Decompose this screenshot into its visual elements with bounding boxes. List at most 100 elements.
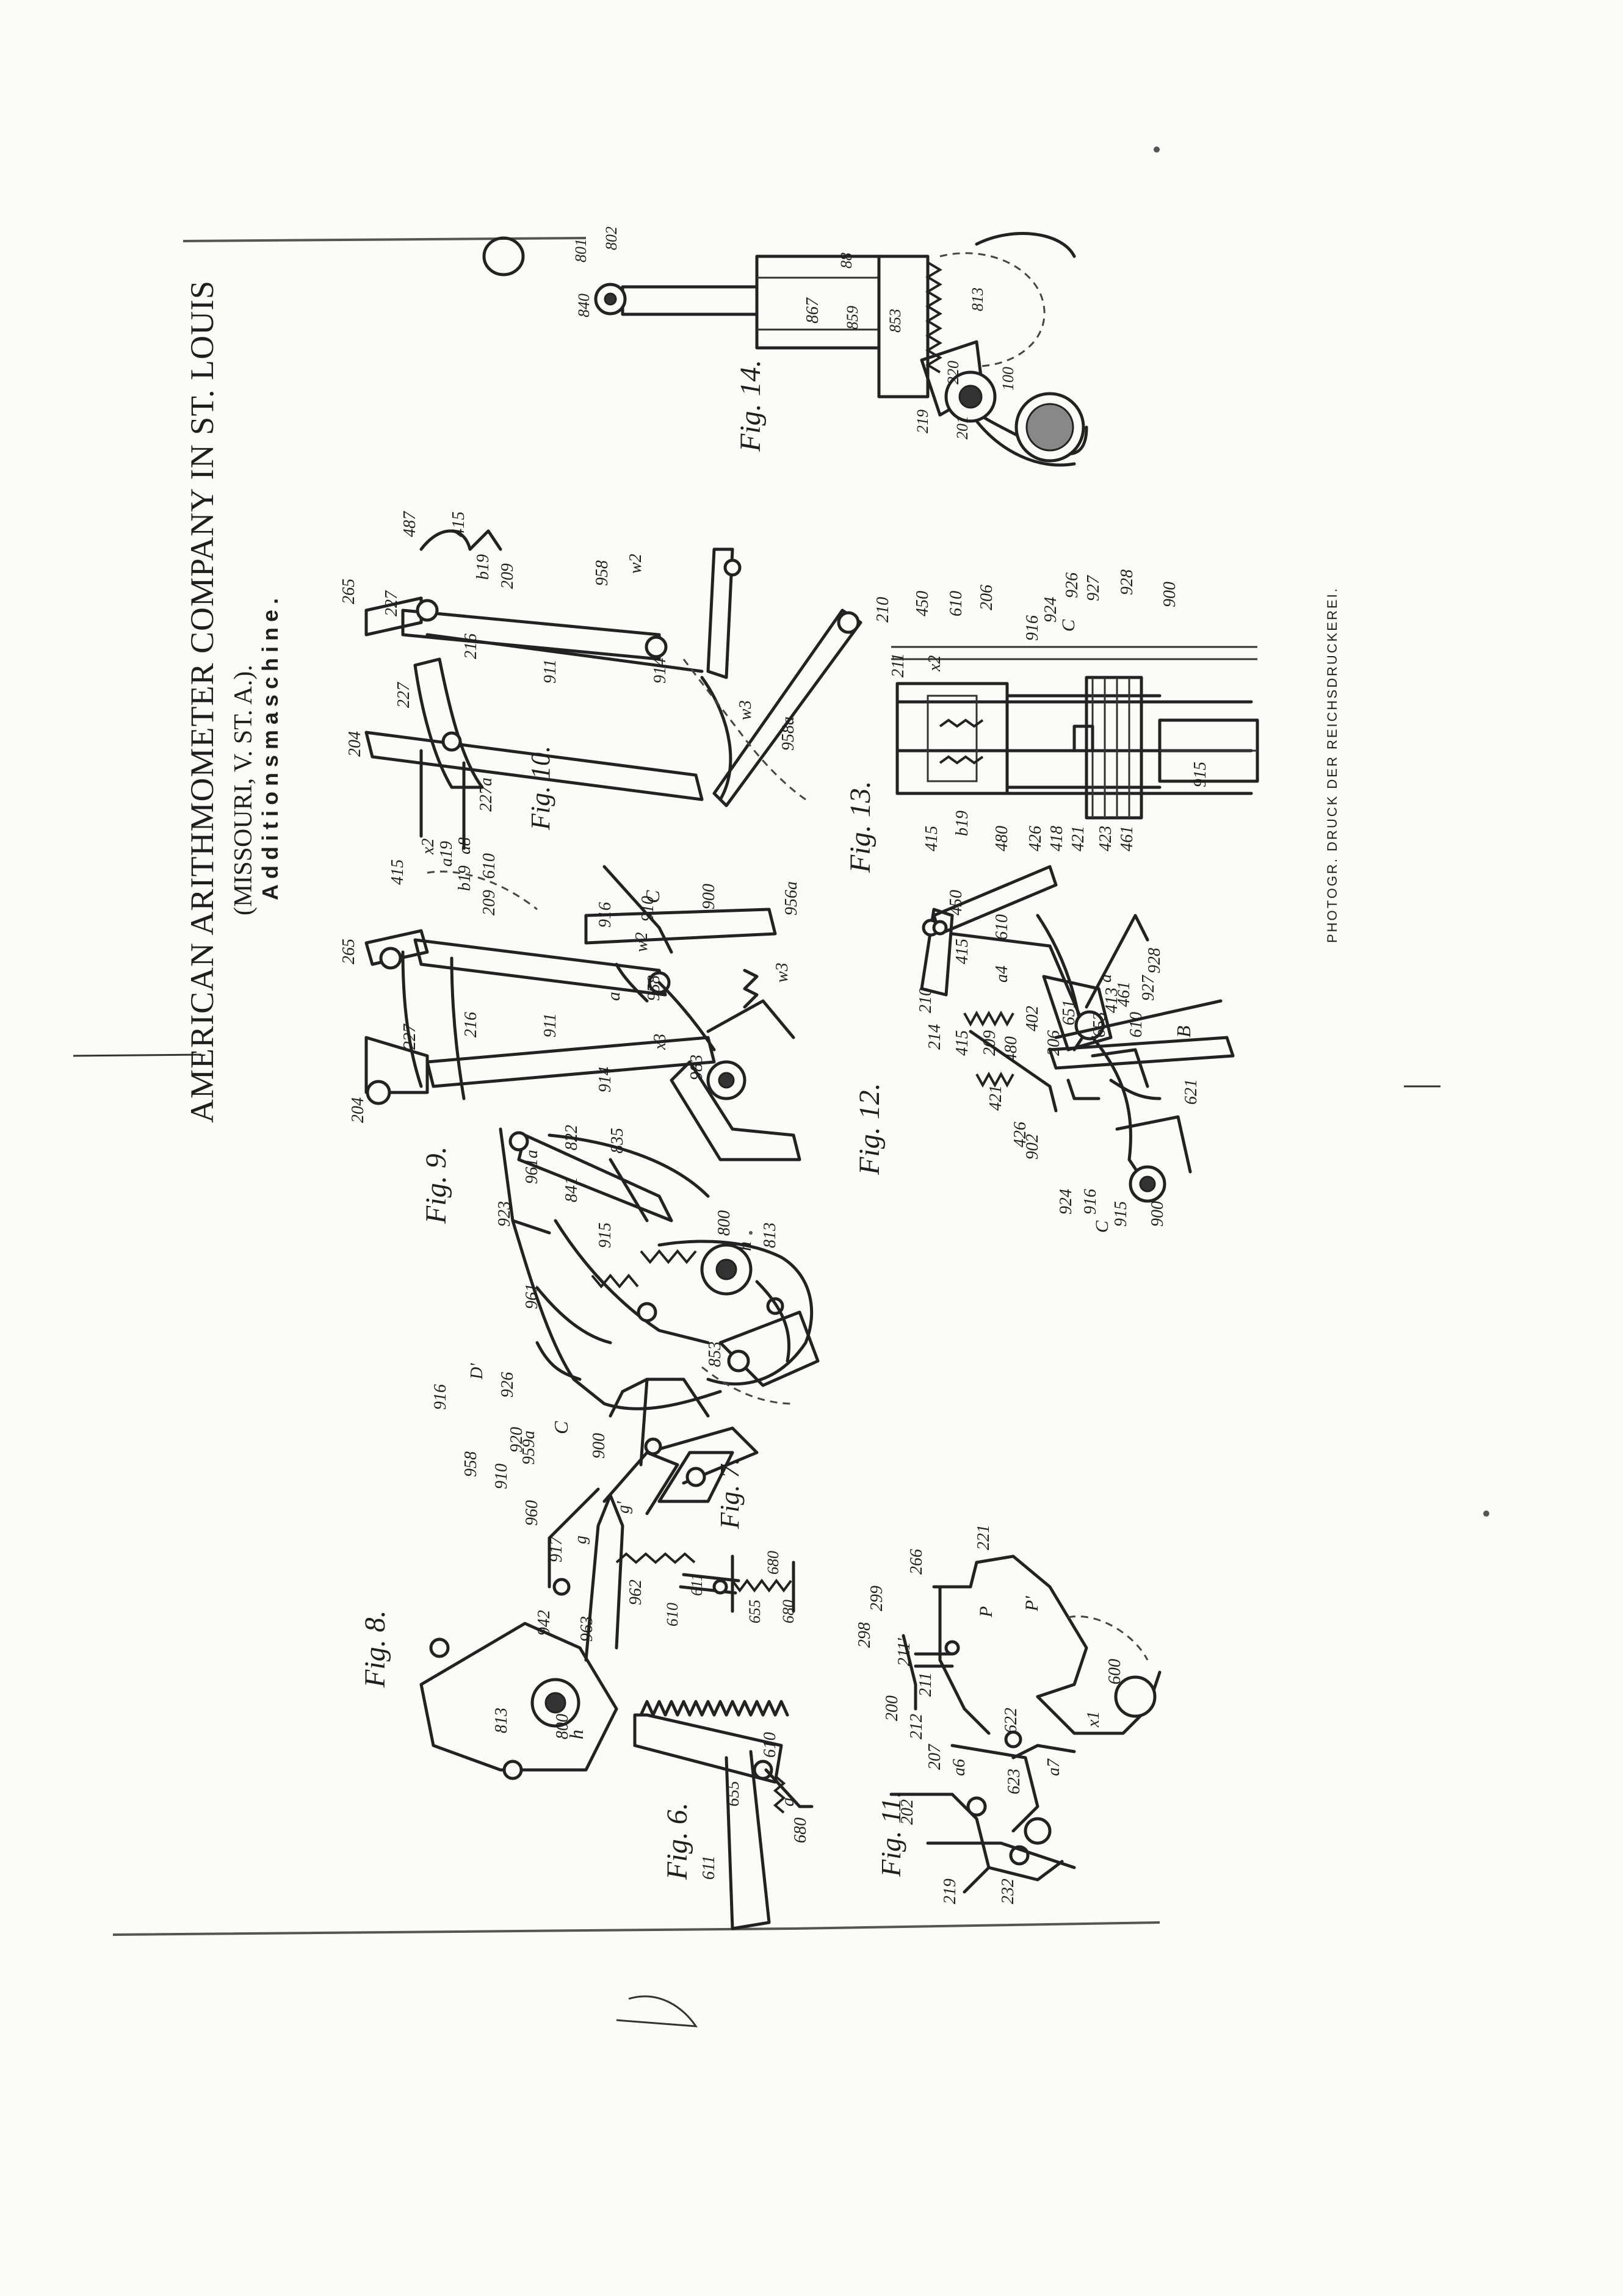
fig6-spring — [773, 1775, 786, 1814]
svg-text:w3: w3 — [773, 962, 792, 983]
svg-text:413: 413 — [1102, 987, 1121, 1013]
fig13-housing — [895, 682, 1009, 795]
svg-text:200: 200 — [883, 1695, 902, 1721]
svg-text:227: 227 — [400, 1023, 419, 1050]
svg-text:a19: a19 — [437, 841, 456, 867]
fig10-top-bar — [364, 596, 423, 637]
svg-text:926: 926 — [1063, 572, 1082, 598]
speck — [1483, 1511, 1489, 1517]
company-name: AMERICAN ARITHMOMETER COMPANY IN ST. LOU… — [184, 280, 220, 1123]
svg-text:201: 201 — [953, 416, 971, 439]
svg-text:204: 204 — [345, 731, 364, 757]
svg-text:206: 206 — [977, 585, 996, 610]
fig12-arm-621 — [1048, 1036, 1235, 1070]
top-scan-edge — [183, 237, 587, 242]
svg-text:961a: 961a — [522, 1150, 541, 1184]
svg-text:421: 421 — [986, 1085, 1005, 1111]
svg-text:a7: a7 — [1044, 1758, 1063, 1776]
svg-text:835: 835 — [608, 1128, 627, 1153]
svg-text:651: 651 — [1060, 1000, 1079, 1025]
svg-text:956a: 956a — [782, 881, 801, 915]
svg-text:211: 211 — [889, 653, 908, 677]
svg-text:610: 610 — [947, 591, 966, 616]
svg-text:P: P — [976, 1606, 996, 1618]
svg-text:916: 916 — [596, 902, 615, 928]
svg-text:910: 910 — [492, 1464, 511, 1489]
svg-text:963: 963 — [577, 1616, 596, 1642]
svg-text:813: 813 — [492, 1708, 511, 1733]
svg-text:853: 853 — [706, 1341, 725, 1367]
fig11-disc-600 — [1114, 1675, 1157, 1718]
svg-text:916: 916 — [1081, 1189, 1100, 1215]
svg-text:680: 680 — [764, 1551, 782, 1575]
svg-text:610: 610 — [992, 914, 1011, 940]
svg-text:801: 801 — [572, 239, 590, 262]
fig14-drawing — [594, 232, 1088, 467]
fig6-arm-611 — [725, 1750, 771, 1930]
fig6-caption: Fig. 6. — [661, 1802, 693, 1880]
svg-text:a8: a8 — [455, 837, 474, 854]
svg-text:421: 421 — [1069, 826, 1088, 851]
svg-text:959a: 959a — [519, 1431, 538, 1465]
svg-text:900: 900 — [590, 1433, 609, 1459]
svg-text:813: 813 — [761, 1222, 779, 1248]
fold-line-left — [73, 1053, 202, 1057]
svg-text:C: C — [550, 1421, 572, 1434]
fig8-spring — [615, 1552, 696, 1564]
svg-text:911: 911 — [541, 1013, 560, 1038]
fig13-gear-stack — [1085, 676, 1143, 820]
svg-text:C: C — [1092, 1220, 1112, 1233]
svg-text:927: 927 — [1139, 975, 1158, 1001]
svg-text:853: 853 — [886, 309, 904, 333]
svg-text:680: 680 — [779, 1600, 797, 1623]
svg-text:623: 623 — [1005, 1769, 1024, 1794]
svg-text:423: 423 — [1096, 826, 1115, 851]
svg-text:958a: 958a — [779, 717, 798, 751]
svg-text:a: a — [1096, 974, 1115, 983]
svg-text:211': 211' — [895, 1637, 914, 1666]
svg-text:415: 415 — [388, 859, 407, 885]
svg-text:958: 958 — [593, 560, 612, 586]
svg-text:610: 610 — [663, 1603, 681, 1626]
fig12-drawing — [920, 865, 1235, 1203]
svg-text:655: 655 — [724, 1781, 743, 1807]
svg-text:265: 265 — [339, 579, 358, 604]
fig8-caption: Fig. 8. — [359, 1610, 391, 1688]
fig9-spring — [640, 1249, 697, 1265]
svg-text:902: 902 — [1023, 1134, 1042, 1160]
svg-text:a4: a4 — [992, 966, 1011, 983]
fig13-drawing — [891, 646, 1259, 820]
svg-text:611: 611 — [688, 1573, 706, 1596]
fig8-plate — [419, 1622, 618, 1772]
fig14-caption: Fig. 14. — [734, 359, 767, 452]
fig9-drawing — [364, 865, 820, 1410]
svg-text:a: a — [778, 1797, 798, 1807]
svg-text:960: 960 — [522, 1500, 541, 1526]
svg-text:915: 915 — [1112, 1201, 1130, 1227]
svg-text:822: 822 — [562, 1125, 581, 1150]
svg-text:915: 915 — [596, 1222, 615, 1248]
svg-text:221: 221 — [974, 1525, 993, 1550]
svg-text:216: 216 — [461, 1012, 480, 1038]
svg-text:942: 942 — [535, 1610, 554, 1636]
svg-text:926: 926 — [498, 1372, 517, 1398]
fig7-drawing — [679, 1554, 795, 1613]
fig11-drawing — [889, 1554, 1162, 1894]
svg-text:983: 983 — [687, 1055, 706, 1080]
svg-text:204: 204 — [349, 1097, 367, 1123]
svg-text:298: 298 — [855, 1622, 874, 1648]
svg-text:b19: b19 — [474, 554, 493, 580]
svg-text:220: 220 — [944, 361, 962, 384]
fig9-arm-914 — [517, 1133, 673, 1222]
svg-text:611: 611 — [699, 1855, 718, 1880]
svg-text:900: 900 — [1160, 582, 1179, 607]
svg-text:800: 800 — [553, 1714, 572, 1739]
fig10-lever — [364, 731, 704, 801]
svg-text:900: 900 — [1148, 1201, 1167, 1227]
svg-text:426: 426 — [1026, 826, 1045, 851]
svg-text:P': P' — [1022, 1596, 1042, 1612]
patent-subject: Additionsmaschine. — [258, 592, 283, 900]
svg-text:962: 962 — [626, 1579, 645, 1605]
svg-text:924: 924 — [1041, 597, 1060, 623]
